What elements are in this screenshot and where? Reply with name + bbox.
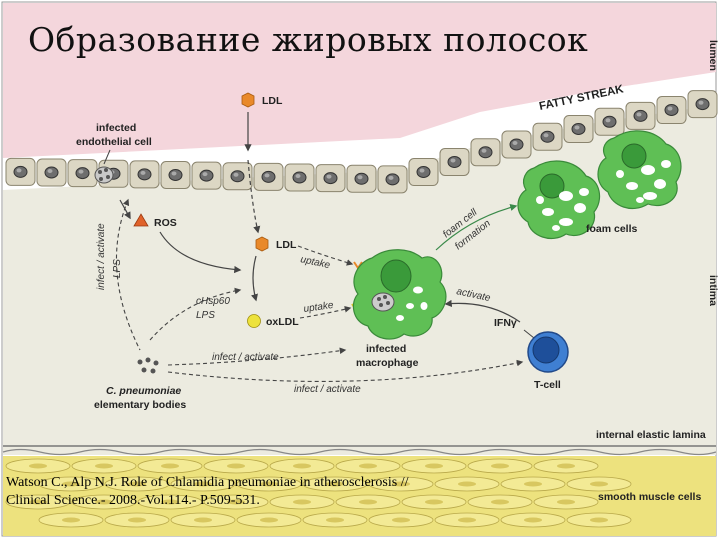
infect-activate-label-1: infect / activate [212,352,279,363]
infected-macrophage-label-1: infected [366,343,406,355]
endothelial-layer [5,90,718,194]
elementary-bodies [137,357,159,374]
macrophage-nucleus [380,259,412,293]
infected-macrophage-label-2: macrophage [356,357,419,369]
endothelial-cell [5,157,36,186]
infect-activate-tcell-arrow [167,359,524,382]
infected-endothelial-label-2: endothelial cell [76,136,152,148]
endothelial-cell [222,162,253,191]
slide-title: Образование жировых полосок [28,20,589,59]
foam-cell-left [517,160,601,239]
ros-to-oxidation-arrow [159,231,242,274]
citation-line-2: Clinical Science.- 2008.-Vol.114.- P.509… [6,493,260,508]
endothelial-cell [563,115,594,143]
infect-activate-label-2: infect / activate [294,384,361,395]
ldl-uptake-arrow [297,245,354,266]
infect-activate-vertical-label: infect / activate [96,223,107,290]
endothelial-cell [36,158,67,187]
endothelial-cell [191,161,222,190]
endothelial-cell [470,138,501,167]
smooth-muscle-cells-label: smooth muscle cells [598,491,701,503]
endothelial-cell [501,130,532,159]
ldl-descent-arrow [247,159,261,234]
ifn-pointer [523,329,535,339]
infected-endothelial-cell-inclusion [94,166,114,184]
ldl-particle-mid [255,236,269,252]
t-cell-label: T-cell [534,379,561,391]
bacteria-to-oxidation-arrow [149,287,242,341]
uptake-label-2: uptake [303,300,335,315]
foam-cells-label: foam cells [586,223,638,235]
infect-activate-macrophage-arrow [167,347,347,366]
oxldl-label: oxLDL [266,316,299,328]
endothelial-cell [160,161,191,189]
ldl-particle-top [241,92,255,108]
endothelial-cell [656,96,687,125]
activate-arrow [444,299,521,323]
endothelial-cell [408,158,439,187]
infected-endothelial-label-1: infected [96,122,136,134]
macrophage-inclusion [371,292,395,312]
endothelial-cell [439,147,470,176]
foam-cell-lipid-droplets [536,160,671,231]
endothelial-pointer [103,149,111,165]
oxldl-particle [247,314,261,328]
ros-label: ROS [154,217,177,229]
smooth-muscle-cells-pattern [5,458,632,528]
lumen-label: lumen [707,40,719,71]
t-cell-nucleus [532,336,560,364]
endothelial-cell [377,165,408,194]
chsp60-label: cHsp60 [196,296,230,307]
c-pneumoniae-label-1: C. pneumoniae [106,385,181,397]
internal-elastic-lamina-label: internal elastic lamina [596,429,706,441]
endothelial-cell [532,122,563,151]
ldl-to-oxldl-arrow [251,255,258,302]
lumen-region [3,3,716,158]
infect-activate-vertical-arrow [115,198,141,351]
lps-vertical-label: LPS [112,259,123,278]
ifn-label: IFNγ [494,317,517,329]
macrophage-lipid-droplets [396,286,428,321]
c-pneumoniae-label-2: elementary bodies [94,399,186,411]
endothelial-cell [625,101,656,130]
foam-cell-formation-arrow [435,203,518,251]
internal-elastic-lamina-line [2,445,717,456]
endothelial-cell [687,90,718,119]
ldl-top-label: LDL [262,95,283,107]
ros-triangle [133,213,149,227]
endothelial-cell [129,160,160,189]
endothelial-cell [594,107,625,136]
citation: Watson C., Alp N.J. Role of Chlamidia pn… [6,474,586,510]
endothelial-cell [67,159,98,188]
intima-label: intima [707,275,719,306]
endothelial-cell [253,162,284,191]
macrophage-inclusion-bacteria [377,295,390,307]
endothelial-cell [346,164,377,193]
infected-macrophage [352,249,447,340]
lps-mid-label: LPS [196,310,215,321]
endothelial-cell [315,164,346,193]
endothelial-cell [284,163,315,192]
citation-line-1: Watson C., Alp N.J. Role of Chlamidia pn… [6,475,409,490]
ldl-mid-label: LDL [276,239,297,251]
